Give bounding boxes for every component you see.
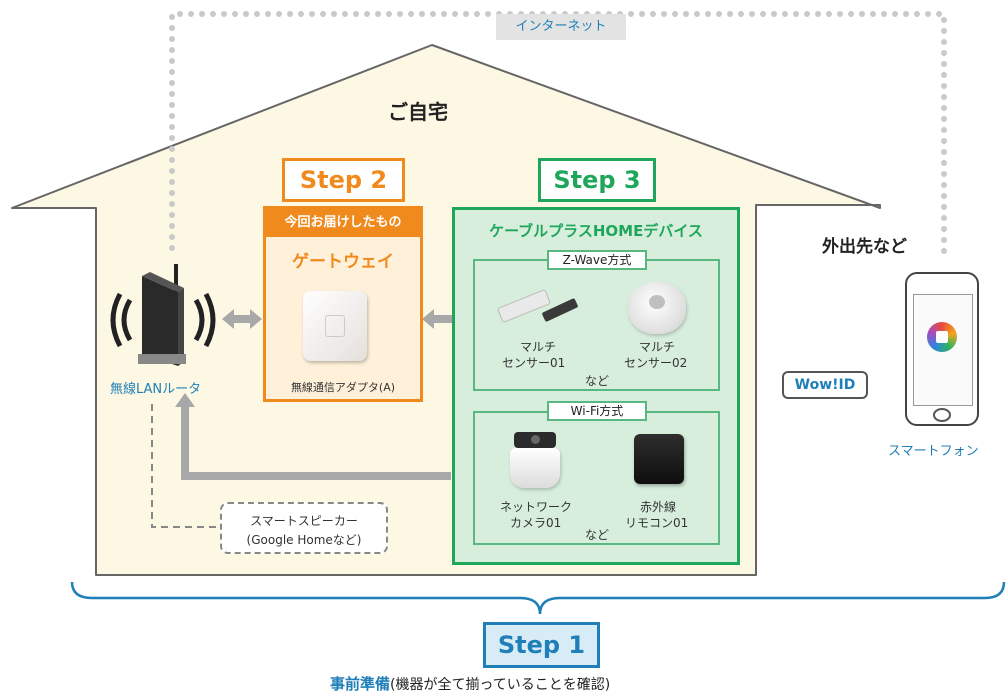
step2-title: Step 2	[282, 158, 405, 202]
camera-line2: カメラ01	[510, 516, 562, 530]
step3-title: Step 3	[538, 158, 656, 202]
app-icon	[927, 322, 957, 352]
step3-header: ケーブルプラスHOMEデバイス	[489, 222, 703, 240]
multisensor01-line2: センサー01	[502, 356, 566, 370]
ir-remote-image	[634, 434, 684, 484]
multisensor01-image	[496, 288, 583, 330]
ir-remote-line2: リモコン01	[625, 516, 689, 530]
zwave-etc: など	[585, 374, 610, 388]
speaker-line2: (Google Homeなど)	[246, 533, 362, 547]
outside-label: 外出先など	[822, 237, 907, 257]
network-camera-image	[510, 432, 560, 492]
step2-panel: 今回お届けしたもの ゲートウェイ 無線通信アダプタ(A)	[263, 206, 423, 402]
speaker-dashed-line	[151, 404, 220, 528]
smart-speaker-box: スマートスピーカー (Google Homeなど)	[220, 502, 388, 554]
router-icon	[108, 262, 218, 370]
gateway-caption: 無線通信アダプタ(A)	[290, 381, 396, 394]
multisensor02-line2: センサー02	[624, 356, 688, 370]
step1-caption-bold: 事前準備	[330, 675, 391, 693]
router-label: 無線LANルータ	[110, 382, 202, 397]
zwave-title: Z-Wave方式	[547, 250, 647, 270]
step1-caption-note: (機器が全て揃っていることを確認)	[390, 677, 611, 693]
multisensor01-line1: マルチ	[520, 340, 557, 354]
wifi-etc: など	[585, 528, 610, 542]
step1-caption: 事前準備(機器が全て揃っていることを確認)	[330, 673, 610, 694]
multisensor02-line1: マルチ	[639, 340, 676, 354]
step1-brace	[70, 581, 1006, 615]
arrow-router-gateway	[222, 309, 262, 329]
gateway-device-image	[303, 291, 367, 361]
home-label: ご自宅	[388, 100, 448, 124]
step1-title: Step 1	[483, 622, 600, 668]
speaker-line1: スマートスピーカー	[250, 514, 358, 528]
wowid-badge: Wow!ID	[782, 371, 868, 399]
gateway-name: ゲートウェイ	[292, 252, 394, 272]
smartphone-label: スマートフォン	[888, 444, 979, 459]
multisensor02-image	[628, 282, 686, 334]
step2-header: 今回お届けしたもの	[266, 209, 420, 237]
ir-remote-line1: 赤外線	[640, 500, 677, 514]
camera-line1: ネットワーク	[500, 500, 573, 514]
internet-dotted-line	[169, 11, 947, 265]
smartphone-icon	[905, 272, 979, 426]
internet-label: インターネット	[496, 14, 626, 40]
wifi-title: Wi-Fi方式	[547, 401, 647, 421]
